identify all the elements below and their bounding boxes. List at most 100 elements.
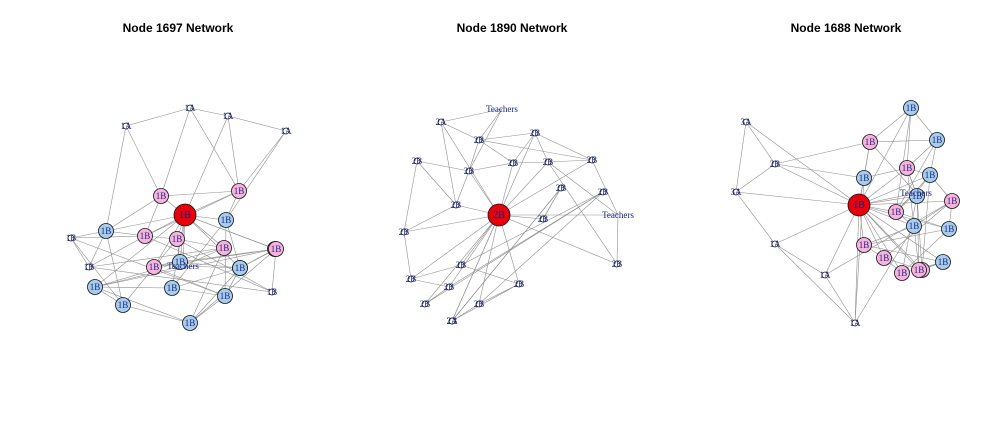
- network-3-edge: [906, 107, 912, 169]
- network-2-edge: [498, 132, 536, 216]
- network-2-edge: [478, 108, 503, 141]
- network-1-title: Node 1697 Network: [123, 21, 234, 35]
- network-1-node-circle: [224, 112, 232, 120]
- network-3-node-circle: [944, 193, 960, 209]
- network-1-node-circle: [231, 183, 247, 199]
- network-2-node: 2B: [444, 282, 455, 292]
- network-3-node: Teachers: [900, 188, 932, 198]
- network-2-node-label: Teachers: [486, 104, 518, 114]
- network-2-edge: [498, 161, 549, 216]
- network-3-node-label: 1B: [909, 221, 920, 231]
- network-1-edge: [189, 248, 277, 324]
- network-3-node: 2B: [770, 159, 781, 169]
- network-1-edge: [122, 304, 191, 324]
- network-2-edge: [403, 214, 500, 233]
- network-3-node-label: 1B: [932, 135, 943, 145]
- network-1-node-circle: [173, 203, 197, 227]
- network-2-edge: [410, 214, 500, 280]
- network-2-node-label: Teachers: [602, 210, 634, 220]
- network-1-edge: [160, 107, 191, 197]
- network-2-node: 2B: [487, 203, 511, 227]
- network-3-edge: [824, 200, 953, 276]
- network-2-node-label: 2B: [406, 274, 417, 284]
- network-3-node-circle: [771, 240, 779, 248]
- network-3-node: 1B: [906, 218, 922, 234]
- network-2-edge: [455, 170, 470, 206]
- network-1-node: 1B: [172, 254, 188, 270]
- network-1-edge: [184, 214, 241, 269]
- network-3-node-circle: [821, 271, 829, 279]
- network-2-node-circle: [588, 156, 596, 164]
- network-1-edge: [171, 287, 226, 297]
- network-1-node-label: 1B: [175, 257, 186, 267]
- network-3-node-label: 1B: [912, 191, 923, 201]
- network-2-node-label: 2B: [474, 135, 485, 145]
- network-3-node-label: 1B: [859, 173, 870, 183]
- network-3-node-label: 1B: [879, 253, 890, 263]
- network-2-node-label: 2B: [587, 155, 598, 165]
- network-2-node-circle: [509, 159, 517, 167]
- network-3-node: 1B: [888, 204, 904, 220]
- network-3-node-label: 1B: [853, 200, 865, 211]
- network-2-node-label: 2B: [493, 210, 505, 221]
- network-1-edge: [88, 266, 273, 293]
- network-1-edge: [105, 195, 162, 232]
- network-1-node-label: 1B: [149, 262, 160, 272]
- network-2-node-circle: [445, 283, 453, 291]
- network-1-node: 1A: [223, 111, 235, 121]
- network-2-node-circle: [437, 118, 445, 126]
- network-2-node: 2B: [612, 259, 623, 269]
- network-2-node-circle: [413, 157, 421, 165]
- network-1-edge: [94, 214, 186, 288]
- network-1-edge: [179, 261, 241, 269]
- network-3-edge: [895, 107, 912, 213]
- network-1-node-circle: [146, 259, 162, 275]
- network-2-edge: [498, 214, 618, 265]
- network-2-edge: [547, 159, 593, 163]
- network-1-edge: [70, 237, 90, 268]
- network-2-node-label: 2B: [451, 200, 462, 210]
- network-1-edge: [182, 265, 241, 269]
- network-2-node-circle: [400, 228, 408, 236]
- network-3-node: 3A: [741, 117, 753, 127]
- network-2-node: 2B: [456, 260, 467, 270]
- network-1-edge: [238, 130, 287, 192]
- network-1-node-circle: [218, 212, 234, 228]
- network-3-node-circle: [856, 237, 872, 253]
- network-3-node-label: 1B: [914, 265, 925, 275]
- network-1-node: 1A: [121, 121, 133, 131]
- network-2-edge: [440, 108, 503, 123]
- network-3-edge: [745, 121, 860, 206]
- network-2-node-circle: [599, 188, 607, 196]
- network-3-edge: [735, 191, 860, 206]
- network-1-node: Teachers: [167, 261, 199, 271]
- network-1-node: 1B: [66, 233, 77, 243]
- network-2-node: 2B: [587, 155, 598, 165]
- network-1-node-circle: [268, 241, 284, 257]
- network-3-node: 1B: [847, 193, 871, 217]
- network-2-edge: [468, 139, 480, 172]
- network-2-node-label: 2B: [420, 299, 431, 309]
- network-1-edge: [105, 125, 127, 232]
- network-3-node-circle: [929, 132, 945, 148]
- network-1-node-label: 1B: [185, 318, 196, 328]
- network-3-node-circle: [894, 265, 910, 281]
- network-1-edge: [160, 190, 240, 197]
- network-3-node-circle: [899, 160, 915, 176]
- network-1-node-label: 1A: [121, 121, 133, 131]
- network-3-edge: [824, 274, 856, 324]
- network-1-node-label: 1B: [84, 262, 95, 272]
- network-3-node-label: 1B: [925, 170, 936, 180]
- network-2-node-label: 2B: [598, 187, 609, 197]
- network-3-title: Node 1688 Network: [791, 21, 902, 35]
- network-1-edge: [94, 261, 181, 288]
- network-1-node: 1B: [115, 297, 131, 313]
- network-2-edge: [403, 231, 412, 280]
- network-1-node-label: 1B: [221, 215, 232, 225]
- network-1-edge: [227, 115, 287, 132]
- network-panel-2: Node 1890 Network 2BTeachersTeachers2A2B…: [399, 21, 635, 326]
- network-3-node-circle: [911, 262, 927, 278]
- network-1-node-circle: [98, 223, 114, 239]
- network-3-node-label: 2B: [770, 159, 781, 169]
